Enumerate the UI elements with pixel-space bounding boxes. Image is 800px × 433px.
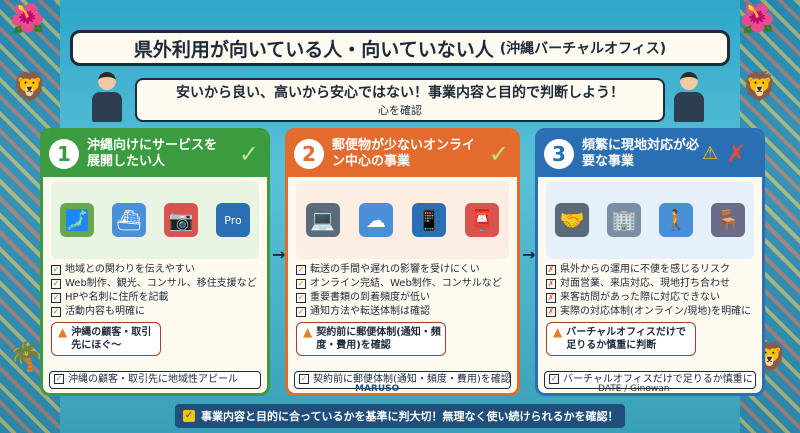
list-item: ✓重要書類の到着頻度が低い xyxy=(296,292,430,303)
list-item: ✓Web制作、観光、コンサル、移住支援など xyxy=(51,278,257,289)
smartphone-icon: 📱 xyxy=(412,203,447,237)
panel-2-heading: 郵便物が少ないオンライン中心の事業 xyxy=(332,138,476,169)
laptop-icon: 💻 xyxy=(305,203,340,237)
mailbox-icon: 📮 xyxy=(465,203,500,237)
visitor-icon: 🚶 xyxy=(659,203,693,237)
warning-icon: ⚠ xyxy=(702,143,719,164)
page-title-sub: (沖縄バーチャルオフィス) xyxy=(499,41,667,57)
panel-3: 3 頻繁に現地対応が必要な事業 ⚠ ✗ 🤝 🏢 🚶 🪑 ✗県外からの運用に不便を… xyxy=(535,128,765,396)
shisa-icon: 🦁 xyxy=(12,70,47,103)
panel-2: 2 郵便物が少ないオンライン中心の事業 ✓ 💻 ☁ 📱 📮 ✓転送の手間や遅れの… xyxy=(285,128,520,396)
list-item: ✗来客訪問があった際に対応できない xyxy=(546,292,720,303)
panel-3-heading: 頻繁に現地対応が必要な事業 xyxy=(582,138,700,169)
panel-2-footer: ✓契約前に郵便体制(通知・頻度・費用)を確認 xyxy=(294,371,511,389)
list-item: ✓HPや名刺に住所を記載 xyxy=(51,292,169,303)
panel-2-illustration: 💻 ☁ 📱 📮 xyxy=(296,181,509,259)
cloud-icon: ☁ xyxy=(358,203,393,237)
arrow-right-icon: → xyxy=(522,245,536,264)
title-banner: 県外利用が向いている人・向いていない人 (沖縄バーチャルオフィス) xyxy=(70,30,730,66)
ship-icon: ⛴ xyxy=(112,203,146,237)
list-item: ✓地域との関わりを伝えやすい xyxy=(51,264,195,275)
list-item: ✗県外からの運用に不便を感じるリスク xyxy=(546,264,730,275)
bottom-message: 事業内容と目的に合っているかを基準に判大切！無理なく使い続けられるかを確認！ xyxy=(201,410,619,423)
conference-table-icon: 🪑 xyxy=(711,203,745,237)
checkbox-icon: ✓ xyxy=(183,410,195,422)
panel-2-number: 2 xyxy=(294,139,324,169)
presenter-avatar xyxy=(672,72,706,122)
meeting-icon: 🤝 xyxy=(555,203,589,237)
panel-1-list: ✓地域との関わりを伝えやすい ✓Web制作、観光、コンサル、移住支援など ✓HP… xyxy=(43,263,267,319)
panel-1-heading: 沖縄向けにサービスを展開したい人 xyxy=(87,138,218,169)
panel-2-header: 2 郵便物が少ないオンライン中心の事業 ✓ xyxy=(288,131,517,177)
panel-2-callout: ▲ 契約前に郵便体制(通知・頻度・費用)を確認 xyxy=(296,322,446,356)
list-item: ✗実際の対応体制(オンライン/現地)を明確に xyxy=(546,306,752,317)
presenter-avatar xyxy=(90,72,124,122)
palm-tree-icon: 🌴 xyxy=(8,340,43,373)
panel-3-number: 3 xyxy=(544,139,574,169)
page-title: 県外利用が向いている人・向いていない人 xyxy=(133,38,494,61)
subtitle-line2: 心を確認 xyxy=(378,104,422,117)
warning-icon: ▲ xyxy=(58,325,68,339)
panel-2-list: ✓転送の手間や遅れの影響を受けにくい ✓オンライン完結、Web制作、コンサルなど… xyxy=(288,263,517,319)
map-icon: 🗾 xyxy=(60,203,94,237)
check-icon: ✓ xyxy=(238,140,259,168)
panel-3-illustration: 🤝 🏢 🚶 🪑 xyxy=(546,181,754,259)
hibiscus-icon: 🌺 xyxy=(10,2,45,35)
warning-icon: ▲ xyxy=(303,325,313,339)
panel-1: 1 沖縄向けにサービスを展開したい人 ✓ 🗾 ⛴ 📷 Pro ✓地域との関わりを… xyxy=(40,128,270,396)
camera-icon: 📷 xyxy=(164,203,198,237)
panel-3-header: 3 頻繁に現地対応が必要な事業 ⚠ ✗ xyxy=(538,131,762,177)
list-item: ✗対面営業、来店対応、現地打ち合わせ xyxy=(546,278,730,289)
list-item: ✓転送の手間や遅れの影響を受けにくい xyxy=(296,264,480,275)
warning-icon: ▲ xyxy=(553,325,563,339)
list-item: ✓通知方法や転送体制は確認 xyxy=(296,306,430,317)
arrow-right-icon: → xyxy=(272,245,286,264)
cross-icon: ✗ xyxy=(726,140,747,168)
check-icon: ✓ xyxy=(488,140,509,168)
subtitle-line1: 安いから良い、高いから安心ではない！事業内容と目的で判断しよう！ xyxy=(176,85,624,101)
subtitle-box: 安いから良い、高いから安心ではない！事業内容と目的で判断しよう！ 心を確認 xyxy=(135,78,665,122)
panel-1-header: 1 沖縄向けにサービスを展開したい人 ✓ xyxy=(43,131,267,177)
date-label: DATE / Ginowan xyxy=(598,384,670,394)
building-icon: 🏢 xyxy=(607,203,641,237)
panel-3-footer: ✓バーチャルオフィスだけで足りるか慎重に xyxy=(544,371,756,389)
brand-logo: MARUSO xyxy=(355,384,400,394)
list-item: ✓オンライン完結、Web制作、コンサルなど xyxy=(296,278,502,289)
panel-1-illustration: 🗾 ⛴ 📷 Pro xyxy=(51,181,259,259)
panel-1-number: 1 xyxy=(49,139,79,169)
business-card-icon: Pro xyxy=(216,203,250,237)
panel-3-list: ✗県外からの運用に不便を感じるリスク ✗対面営業、来店対応、現地打ち合わせ ✗来… xyxy=(538,263,762,319)
panel-1-callout: ▲ 沖縄の顧客・取引先にほぐ～ xyxy=(51,322,161,356)
panel-3-callout: ▲ バーチャルオフィスだけで足りるか慎重に判断 xyxy=(546,322,696,356)
panel-1-footer: ✓沖縄の顧客・取引先に地域性アピール xyxy=(49,371,261,389)
bottom-message-bar: ✓ 事業内容と目的に合っているかを基準に判大切！無理なく使い続けられるかを確認！ xyxy=(175,404,625,428)
list-item: ✓活動内容も明確に xyxy=(51,306,145,317)
shisa-icon: 🦁 xyxy=(742,70,777,103)
hibiscus-icon: 🌺 xyxy=(740,2,775,35)
